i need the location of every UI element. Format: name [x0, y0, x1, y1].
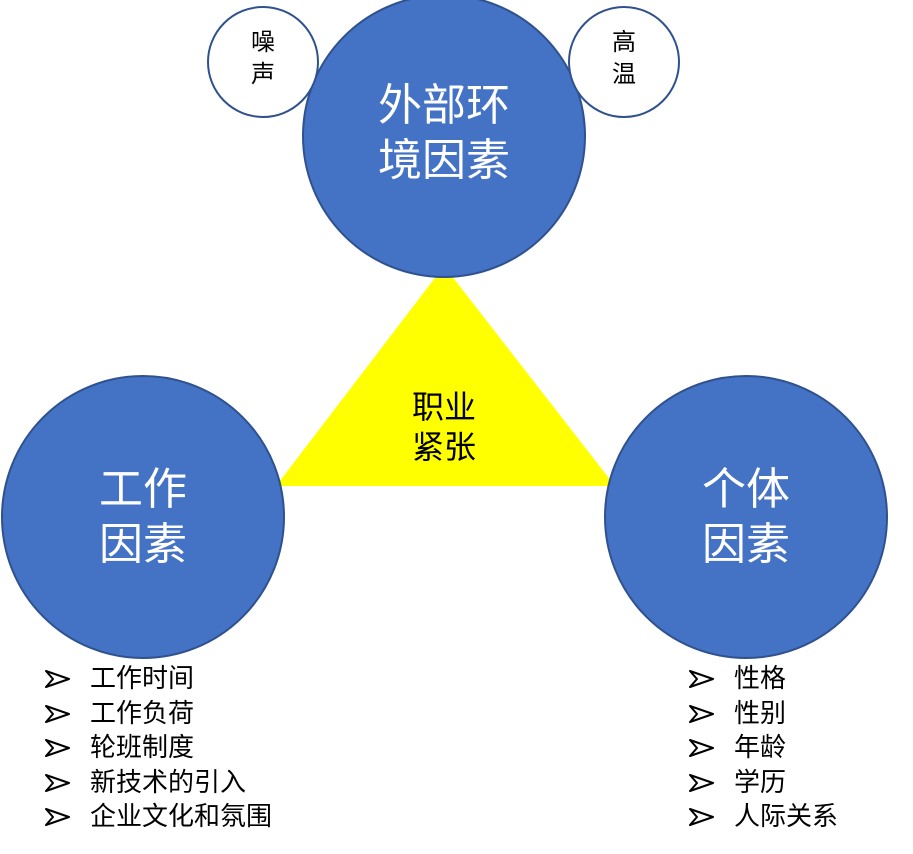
work-factor-item-text: 工作时间 — [90, 664, 195, 694]
arrow-bullet-icon — [689, 704, 714, 723]
individual-factors-line-1: 个体 — [702, 464, 790, 515]
work-factor-item-text: 新技术的引入 — [90, 767, 247, 798]
individual-factors-label: 个体 因素 — [676, 462, 816, 572]
list-item: 学历 — [689, 766, 838, 801]
external-factors-line-2: 境因素 — [378, 135, 510, 186]
individual-factor-item-text: 性格 — [734, 664, 787, 694]
external-factors-circle — [302, 0, 586, 278]
individual-factor-item-text: 人际关系 — [734, 802, 839, 832]
occupational-stress-label: 职业 紧张 — [384, 387, 504, 467]
list-item: 工作时间 — [45, 662, 272, 697]
individual-factors-list: 性格 性别 年龄 学历 人际关系 — [689, 662, 838, 835]
work-factors-line-1: 工作 — [99, 464, 187, 515]
arrow-bullet-icon — [45, 670, 70, 689]
arrow-bullet-icon — [689, 808, 714, 827]
list-item: 工作负荷 — [45, 697, 272, 732]
work-factor-item-text: 轮班制度 — [90, 733, 195, 763]
arrow-bullet-icon — [45, 704, 70, 723]
list-item: 企业文化和氛围 — [45, 800, 272, 835]
arrow-bullet-icon — [45, 808, 70, 827]
heat-circle — [568, 6, 680, 118]
work-factor-item-text: 工作负荷 — [90, 698, 195, 729]
arrow-bullet-icon — [45, 773, 70, 792]
heat-label: 高 温 — [594, 26, 654, 91]
work-factor-item-text: 企业文化和氛围 — [90, 802, 273, 832]
individual-factor-item-text: 性别 — [734, 698, 787, 729]
arrow-bullet-icon — [689, 670, 714, 689]
individual-factors-circle — [604, 375, 888, 659]
list-item: 性别 — [689, 697, 838, 732]
external-factors-line-1: 外部环 — [378, 80, 510, 131]
external-factors-label: 外部环 境因素 — [359, 78, 529, 188]
work-factors-line-2: 因素 — [99, 519, 187, 570]
heat-line-1: 高 — [612, 28, 636, 56]
occupational-stress-line-2: 紧张 — [411, 428, 476, 466]
occupational-stress-line-1: 职业 — [411, 388, 476, 426]
arrow-bullet-icon — [45, 739, 70, 758]
individual-factor-item-text: 学历 — [734, 767, 787, 798]
central-triangle — [276, 266, 615, 486]
list-item: 性格 — [689, 662, 838, 697]
arrow-bullet-icon — [689, 773, 714, 792]
list-item: 人际关系 — [689, 800, 838, 835]
list-item: 新技术的引入 — [45, 766, 272, 801]
noise-line-1: 噪 — [251, 28, 275, 56]
work-factors-label: 工作 因素 — [73, 462, 213, 572]
noise-label: 噪 声 — [233, 26, 293, 91]
heat-line-2: 温 — [612, 60, 636, 89]
arrow-bullet-icon — [689, 739, 714, 758]
list-item: 轮班制度 — [45, 731, 272, 766]
individual-factor-item-text: 年龄 — [734, 733, 787, 763]
noise-line-2: 声 — [251, 60, 275, 89]
noise-circle — [207, 6, 319, 118]
work-factors-list: 工作时间 工作负荷 轮班制度 新技术的引入 企业文化和氛围 — [45, 662, 272, 835]
list-item: 年龄 — [689, 731, 838, 766]
work-factors-circle — [1, 375, 285, 659]
individual-factors-line-2: 因素 — [702, 519, 790, 570]
